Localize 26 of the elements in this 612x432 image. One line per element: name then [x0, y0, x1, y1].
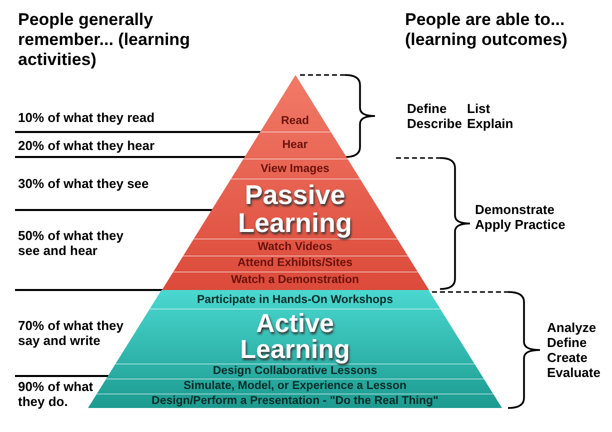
tier-label: Participate in Hands-On Workshops — [197, 294, 393, 307]
text-label: List — [467, 101, 492, 116]
column-heading: People generally remember... (learning activities) — [18, 10, 190, 70]
text-label: 20% of what they hear — [18, 138, 156, 153]
tier-label: Watch a Demonstration — [231, 274, 359, 287]
text-label: Demonstrate Apply Practice — [475, 202, 566, 232]
tier-label: Watch Videos — [258, 241, 332, 254]
section-title: Active Learning — [240, 310, 350, 362]
text-label: 10% of what they read — [18, 110, 156, 125]
tier-label: Hear — [282, 139, 308, 152]
column-heading: People are able to... (learning outcomes) — [405, 10, 568, 50]
tier-label: Read — [280, 115, 310, 128]
tier-label: Attend Exhibits/Sites — [237, 257, 353, 270]
text-label: Analyze Define Create Evaluate — [547, 320, 602, 380]
text-label: 30% of what they see — [18, 176, 150, 191]
section-title: Passive Learning — [238, 181, 352, 237]
tier-label: View Images — [260, 163, 330, 176]
text-label: Explain — [467, 116, 514, 131]
tier-label: Simulate, Model, or Experience a Lesson — [183, 380, 407, 393]
text-label: 90% of what they do. — [18, 379, 94, 409]
tier-label: Design Collaborative Lessons — [212, 365, 378, 378]
text-label: Define — [407, 101, 448, 116]
tier-label: Design/Perform a Presentation - "Do the Real Thing" — [152, 395, 438, 408]
text-label: 70% of what they say and write — [18, 318, 124, 348]
text-label: 50% of what they see and hear — [18, 228, 124, 258]
text-label: Describe — [407, 116, 463, 131]
